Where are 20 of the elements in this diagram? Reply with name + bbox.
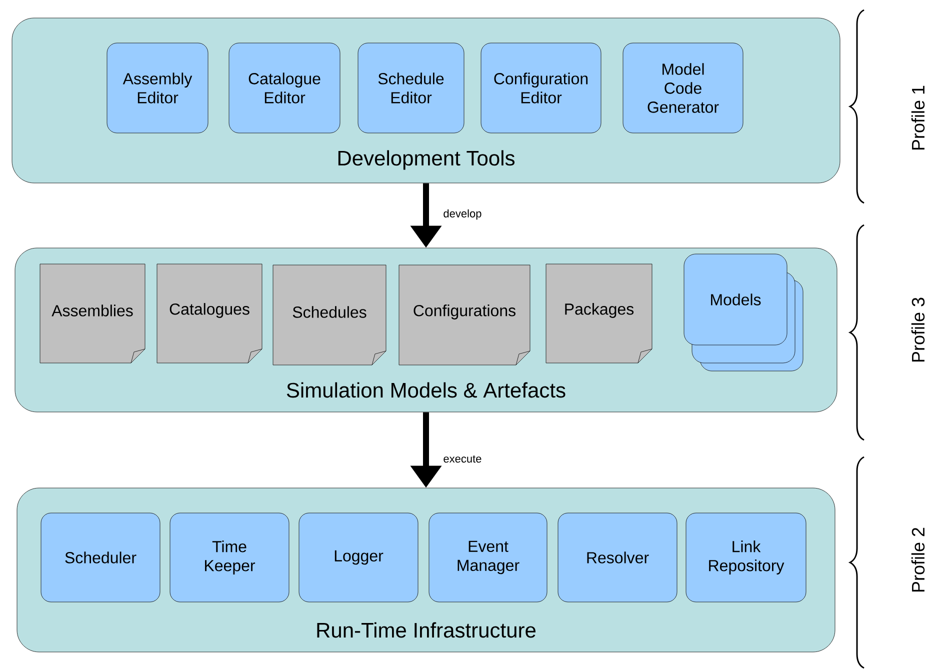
panel-title: Simulation Models & Artefacts: [286, 382, 566, 398]
profile-label: Profile 1: [911, 86, 925, 150]
component-box: Logger: [298, 512, 418, 602]
component-box: Link Repository: [686, 512, 806, 602]
edge-label: develop: [444, 209, 482, 220]
component-box: Catalogue Editor: [228, 42, 340, 134]
component-box: Scheduler: [40, 512, 160, 602]
edge-label: execute: [444, 455, 482, 463]
stacked-box: Models: [684, 254, 804, 372]
component-box: Time Keeper: [170, 512, 290, 602]
component-box: Model Code Generator: [622, 42, 744, 134]
component-box: Resolver: [558, 512, 678, 602]
panel-title: Development Tools: [338, 150, 514, 170]
component-box: Assembly Editor: [106, 42, 208, 134]
component-box: Configuration Editor: [480, 42, 602, 134]
component-box: Event Manager: [428, 512, 548, 602]
component-box: Schedule Editor: [358, 42, 464, 134]
profile-label: Profile 2: [911, 528, 925, 592]
panel-title: Run-Time Infrastructure: [317, 622, 536, 638]
profile-label: Profile 3: [911, 298, 925, 362]
